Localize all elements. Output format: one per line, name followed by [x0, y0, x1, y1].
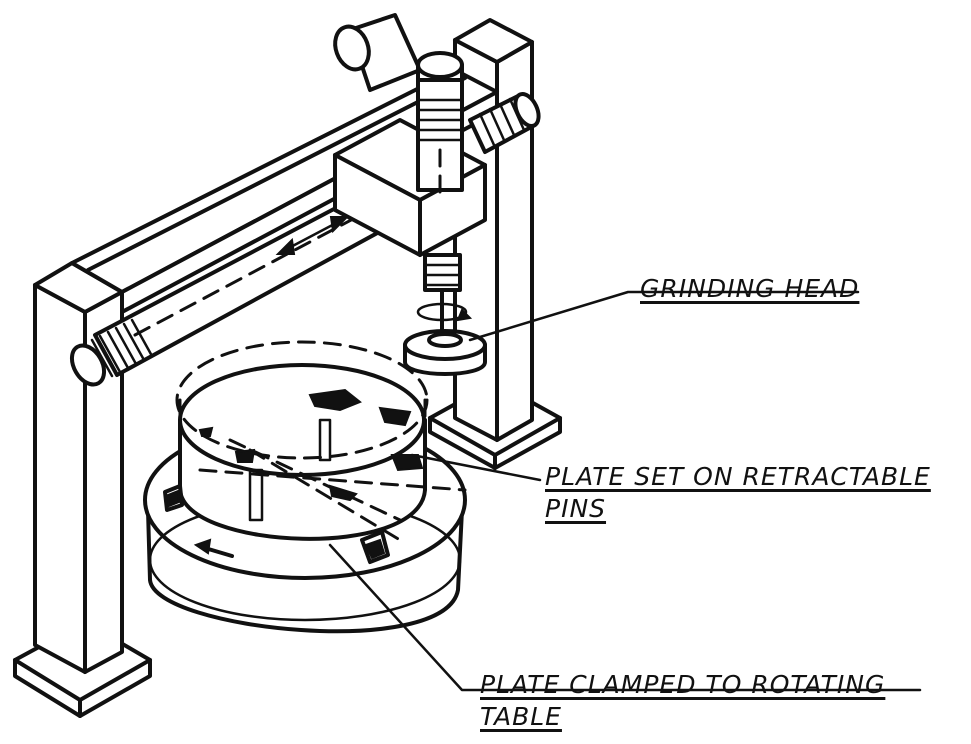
- rear-motor: [333, 13, 541, 154]
- grinding-wheel: [403, 329, 487, 376]
- leader-lines: [328, 290, 922, 692]
- plate-clamped-label-line2: TABLE: [480, 702, 562, 731]
- plate: [175, 340, 467, 542]
- clamps: [163, 484, 390, 564]
- left-column: [13, 261, 152, 718]
- plate-pins-label-line1: PLATE SET ON RETRACTABLE: [545, 462, 931, 491]
- grinding-head-label: GRINDING HEAD: [640, 274, 860, 303]
- spindle: [416, 51, 473, 332]
- plate-clamped-label-line1: PLATE CLAMPED TO ROTATING: [480, 670, 886, 699]
- plate-pins-label-line2: PINS: [545, 494, 607, 523]
